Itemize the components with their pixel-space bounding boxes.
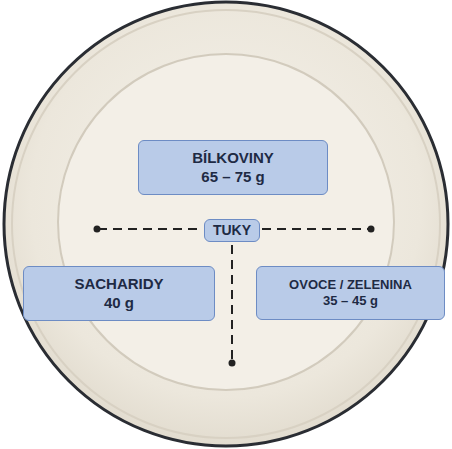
amount-label: 40 g [104,294,134,313]
plate-well [58,54,394,390]
node-heading: BÍLKOVINY [192,149,274,168]
amount-label: 65 – 75 g [201,168,264,187]
fat-box: TUKY [204,219,260,242]
plate-rim [4,2,448,446]
node-heading: TUKY [213,222,251,240]
node-heading: SACHARIDY [74,275,163,294]
node-heading: OVOCE / ZELENINA [289,277,412,293]
carbohydrate-box: SACHARIDY40 g [23,266,215,321]
plate-edge [12,10,440,438]
amount-label: 35 – 45 g [323,293,378,309]
protein-box: BÍLKOVINY65 – 75 g [138,140,328,195]
fruit-vegetable-box: OVOCE / ZELENINA35 – 45 g [256,266,445,320]
